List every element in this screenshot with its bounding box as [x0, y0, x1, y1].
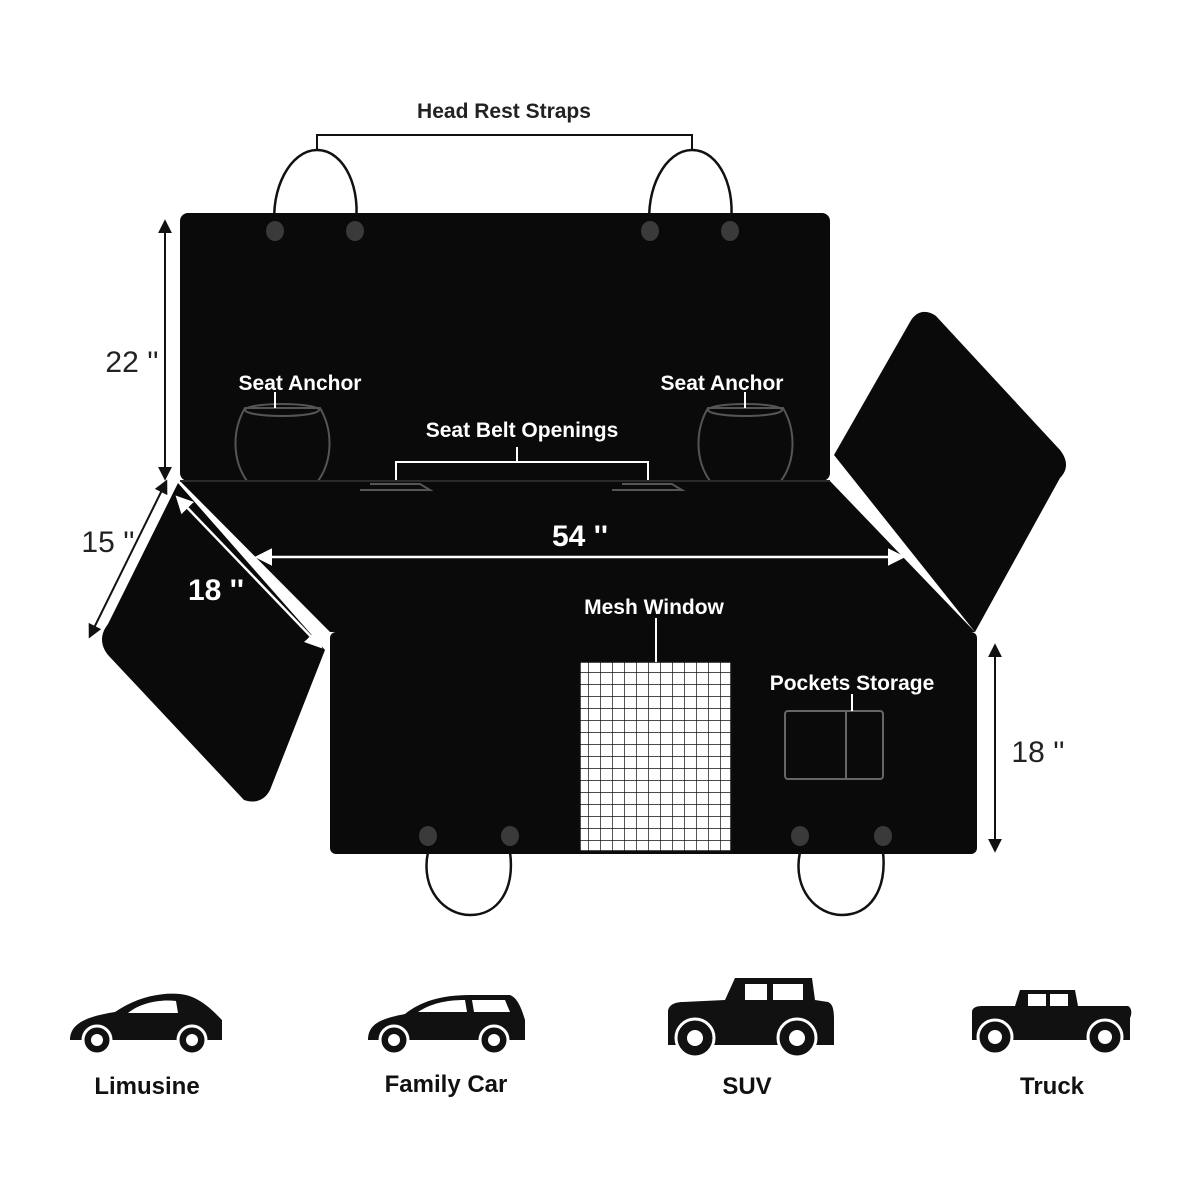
seat-depth-dimension: 18 ''	[188, 574, 244, 607]
side-flap-dimension: 15 ''	[81, 526, 134, 559]
pockets-storage-label: Pockets Storage	[770, 672, 935, 695]
seat-anchor-right-label: Seat Anchor	[661, 372, 784, 395]
seat-width-dimension: 54 ''	[552, 520, 608, 553]
backrest-panel	[180, 213, 830, 481]
vehicle-label-family-car: Family Car	[385, 1071, 508, 1098]
right-side-flap	[834, 311, 1066, 632]
seat-belt-slots	[360, 483, 686, 491]
sedan-icon	[70, 993, 222, 1056]
seat-belt-openings-bracket	[395, 447, 649, 484]
strap-buttons-top	[266, 221, 739, 241]
mesh-window-label: Mesh Window	[584, 596, 724, 619]
head-rest-bracket	[316, 134, 693, 150]
wagon-icon	[368, 995, 525, 1056]
mesh-window	[579, 661, 732, 852]
side-flap-arrow	[88, 479, 168, 639]
seat-depth-arrow	[175, 495, 323, 649]
vehicle-label-suv: SUV	[722, 1073, 771, 1100]
seat-belt-openings-label: Seat Belt Openings	[426, 419, 619, 442]
vehicle-label-truck: Truck	[1020, 1073, 1085, 1100]
suv-icon	[668, 978, 834, 1059]
truck-icon	[972, 990, 1132, 1056]
seat-anchor-left-label: Seat Anchor	[239, 372, 362, 395]
strap-buttons-bottom	[419, 826, 892, 846]
head-rest-straps-label: Head Rest Straps	[417, 100, 591, 123]
pockets-storage-outline	[784, 710, 884, 780]
bottom-strap-loops	[425, 851, 885, 917]
front-drop-dimension: 18 ''	[1011, 736, 1064, 769]
vehicle-label-limusine: Limusine	[94, 1073, 199, 1100]
backrest-height-dimension: 22 ''	[105, 346, 158, 379]
